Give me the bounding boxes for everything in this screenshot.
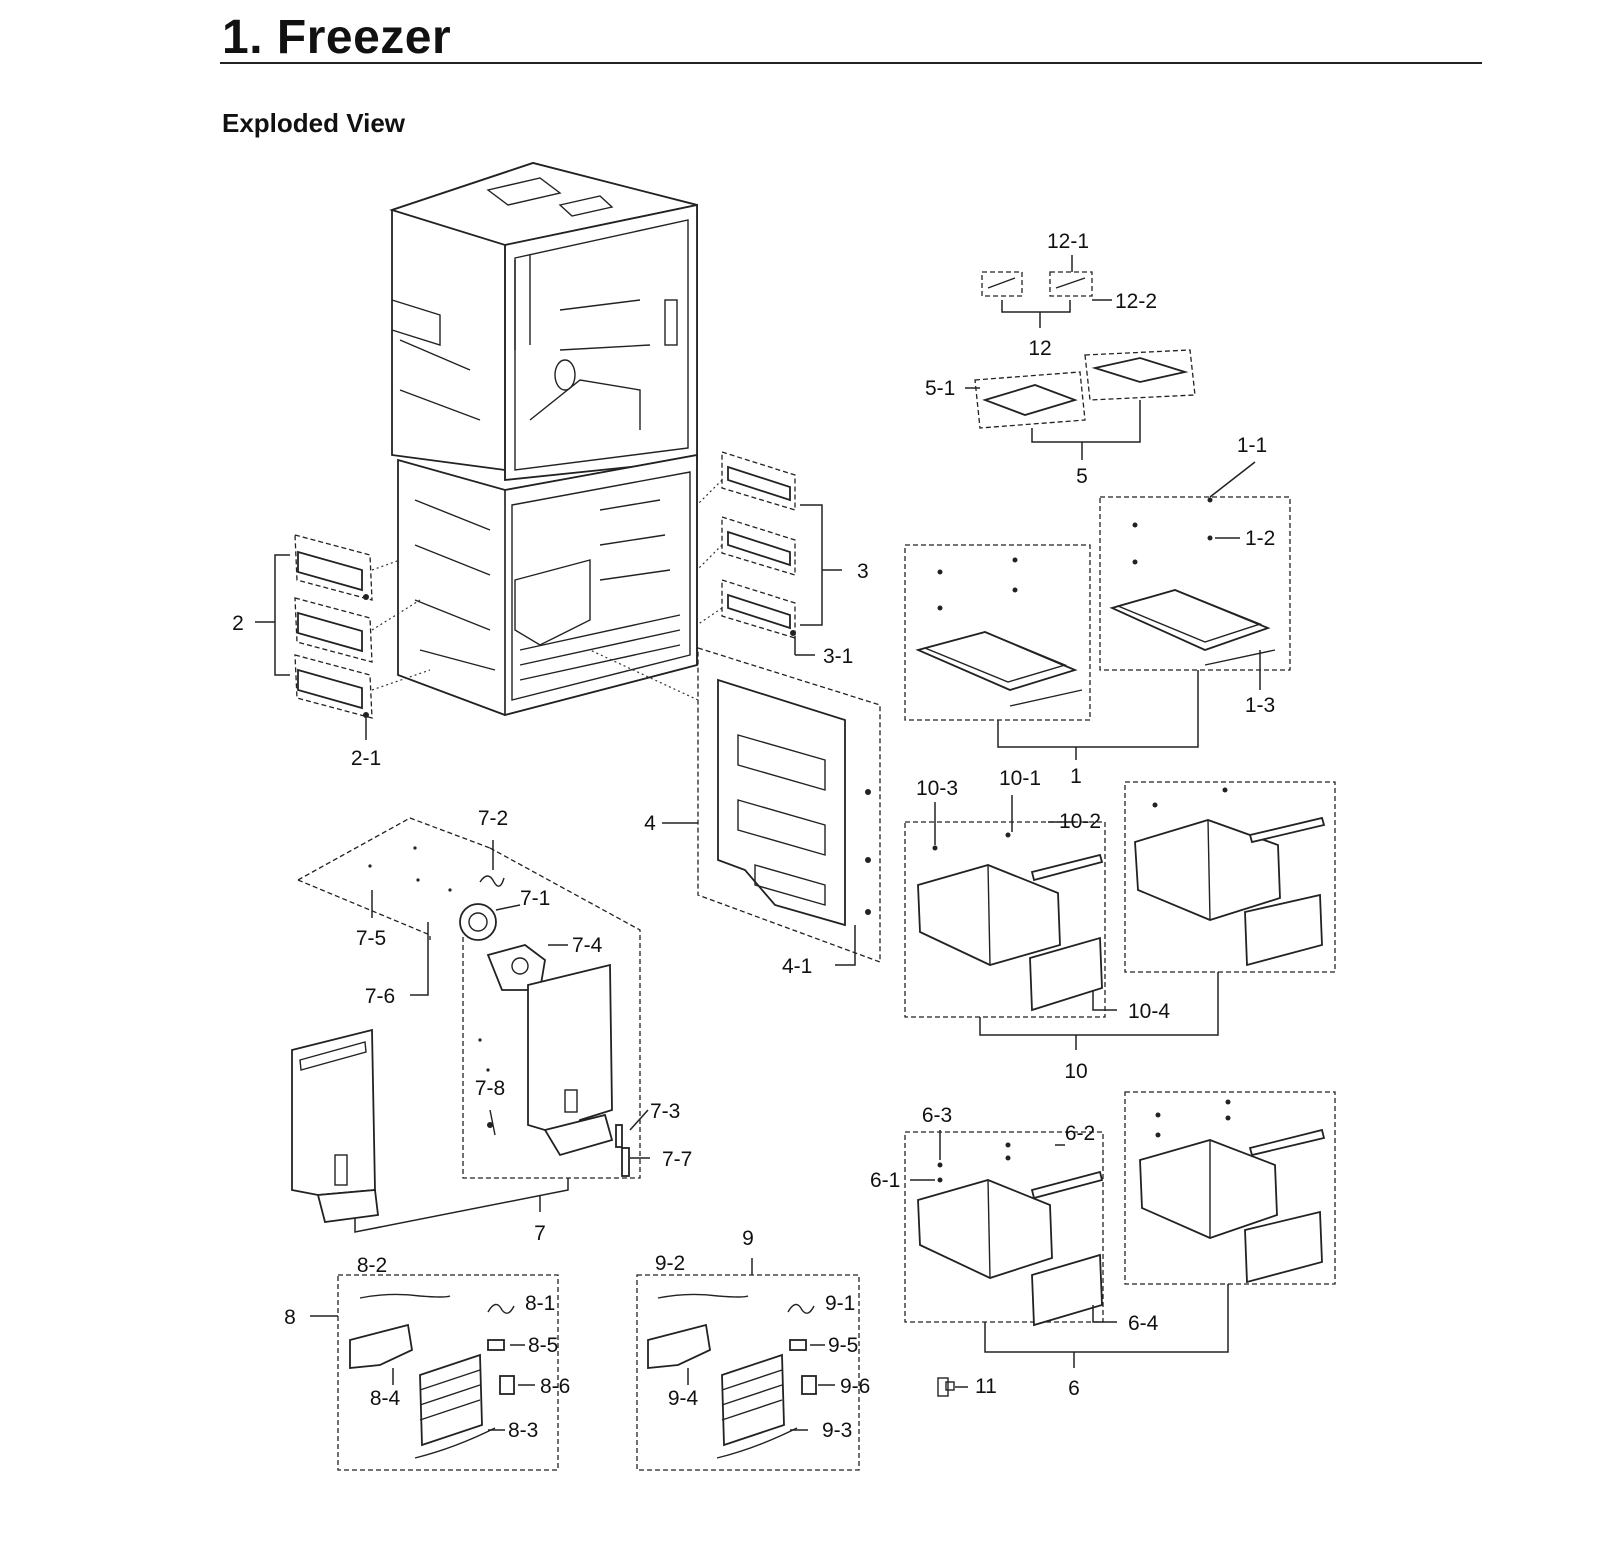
page-title: 1. Freezer <box>222 11 452 64</box>
callout-7-6: 7-6 <box>365 985 395 1008</box>
callout-4: 4 <box>644 812 656 835</box>
callout-7-8: 7-8 <box>475 1077 505 1100</box>
callout-labels: 12-1 12-2 12 5-1 5 1-1 1-2 1-3 1 10-3 10… <box>232 230 1275 1442</box>
drawer-assembly-6 <box>904 1091 1336 1368</box>
callout-3-1: 3-1 <box>823 645 853 668</box>
callout-7-4: 7-4 <box>572 934 603 957</box>
callout-12: 12 <box>1028 337 1051 360</box>
callout-8-4: 8-4 <box>370 1387 401 1410</box>
callout-3: 3 <box>857 560 869 583</box>
callout-10-1: 10-1 <box>999 767 1041 790</box>
part-group-12 <box>981 255 1112 328</box>
callout-5: 5 <box>1076 465 1088 488</box>
callout-2: 2 <box>232 612 244 635</box>
tray-assembly-1 <box>904 461 1291 760</box>
title-rule <box>220 62 1482 64</box>
callout-6: 6 <box>1068 1377 1080 1400</box>
callout-6-1: 6-1 <box>870 1169 900 1192</box>
rail-assembly-3 <box>696 451 842 656</box>
callout-9-5: 9-5 <box>828 1334 858 1357</box>
fan-cover-assembly-7 <box>291 817 650 1233</box>
callout-6-4: 6-4 <box>1128 1312 1159 1335</box>
callout-9-3: 9-3 <box>822 1419 852 1442</box>
callout-9: 9 <box>742 1227 754 1250</box>
callout-12-1: 12-1 <box>1047 230 1089 253</box>
callout-9-6: 9-6 <box>840 1375 870 1398</box>
callout-8-6: 8-6 <box>540 1375 570 1398</box>
callout-1: 1 <box>1070 765 1082 788</box>
callout-7-1: 7-1 <box>520 887 550 910</box>
callout-8-2: 8-2 <box>357 1254 387 1277</box>
cover-panel-4 <box>589 647 881 966</box>
callout-8: 8 <box>284 1306 296 1329</box>
callout-6-2: 6-2 <box>1065 1122 1095 1145</box>
evaporator-assembly-9 <box>636 1258 860 1471</box>
callout-9-1: 9-1 <box>825 1292 855 1315</box>
callout-1-1: 1-1 <box>1237 434 1267 457</box>
callout-10-3: 10-3 <box>916 777 958 800</box>
callout-9-2: 9-2 <box>655 1252 685 1275</box>
rail-assembly-2 <box>255 534 431 740</box>
callout-12-2: 12-2 <box>1115 290 1157 313</box>
part-group-5 <box>965 349 1196 460</box>
callout-2-1: 2-1 <box>351 747 381 770</box>
callout-6-3: 6-3 <box>922 1104 952 1127</box>
callout-1-3: 1-3 <box>1245 694 1275 717</box>
callout-8-1: 8-1 <box>525 1292 555 1315</box>
section-title: Exploded View <box>222 108 406 138</box>
drawer-assembly-10 <box>904 781 1336 1050</box>
callout-4-1: 4-1 <box>782 955 812 978</box>
callout-7-3: 7-3 <box>650 1100 680 1123</box>
evaporator-assembly-8 <box>310 1274 559 1471</box>
callout-9-4: 9-4 <box>668 1387 699 1410</box>
callout-8-3: 8-3 <box>508 1419 538 1442</box>
part-11 <box>937 1377 968 1397</box>
callout-10-2: 10-2 <box>1059 810 1101 833</box>
freezer-cabinet-illustration <box>389 162 698 716</box>
callout-8-5: 8-5 <box>528 1334 558 1357</box>
callout-5-1: 5-1 <box>925 377 955 400</box>
callout-10-4: 10-4 <box>1128 1000 1170 1023</box>
callout-7-5: 7-5 <box>356 927 386 950</box>
callout-1-2: 1-2 <box>1245 527 1275 550</box>
callout-7: 7 <box>534 1222 546 1245</box>
callout-7-7: 7-7 <box>662 1148 692 1171</box>
callout-11: 11 <box>975 1375 997 1398</box>
callout-10: 10 <box>1064 1060 1087 1083</box>
callout-7-2: 7-2 <box>478 807 508 830</box>
